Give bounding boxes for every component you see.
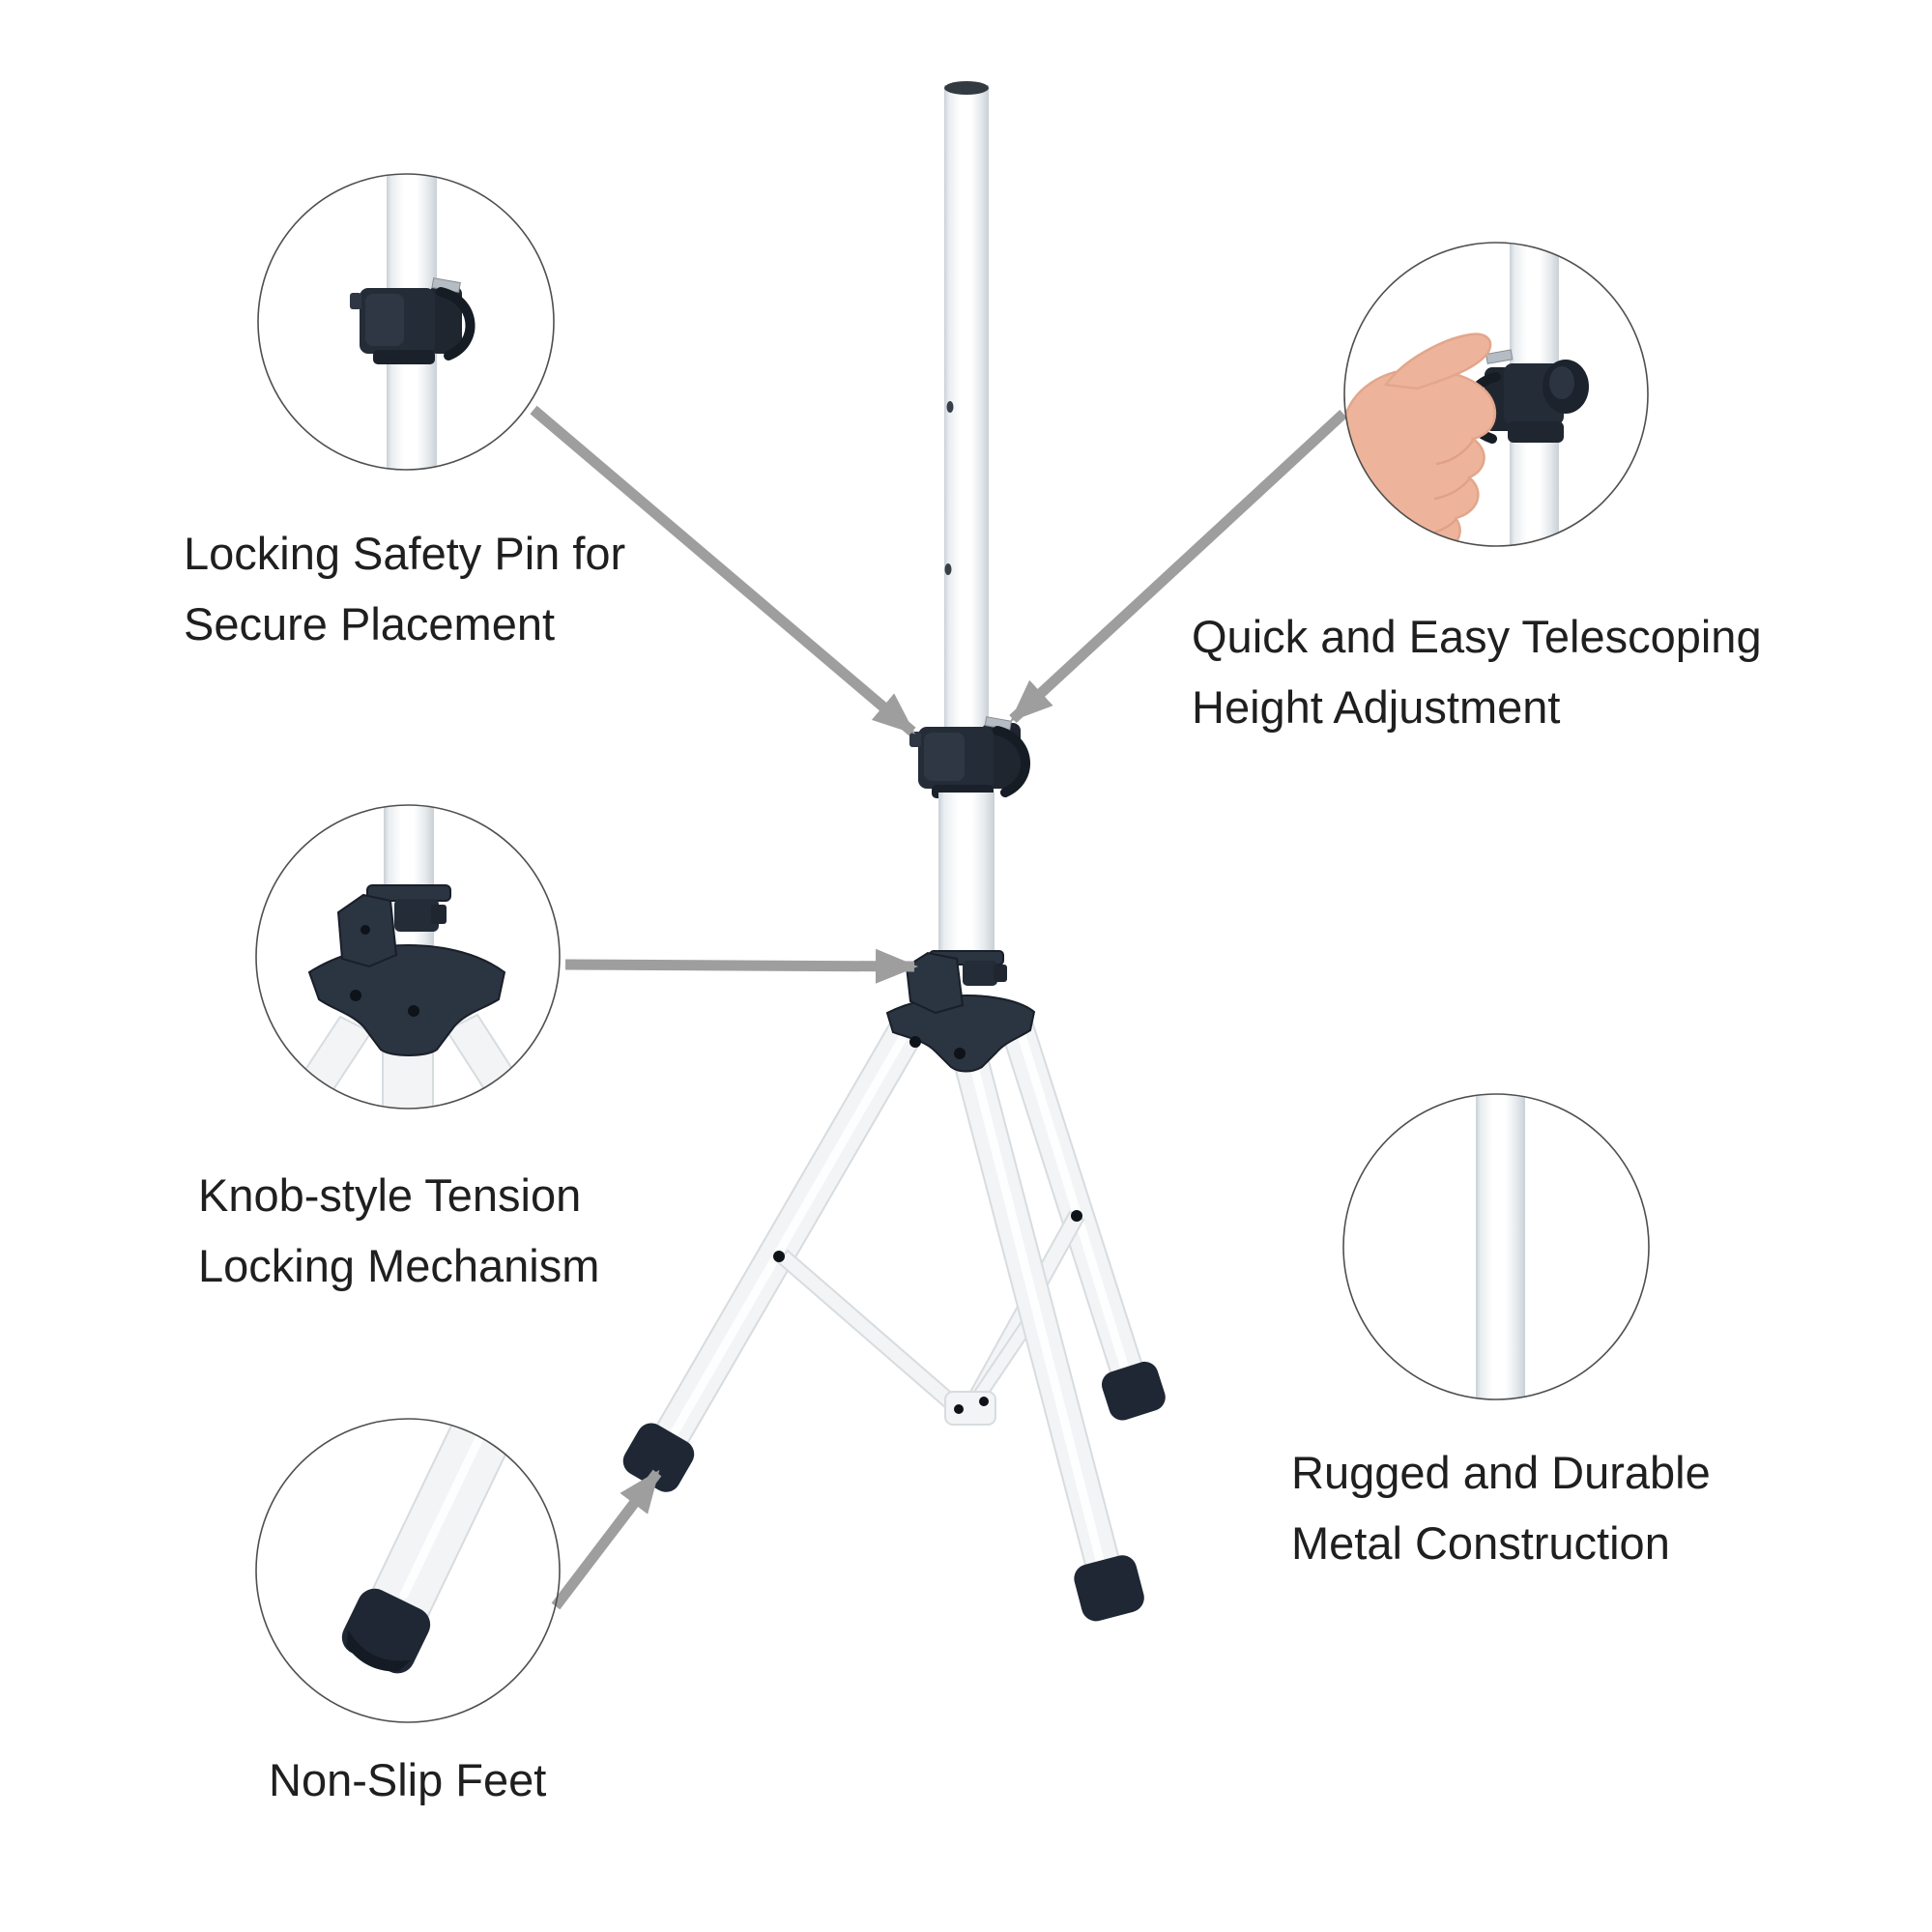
tripod-speaker-stand (622, 81, 1166, 1622)
closeup3-hinge (394, 899, 439, 932)
arrow-non-slip-feet (551, 1469, 662, 1610)
hand-thumb (1383, 332, 1492, 390)
callout-telescoping-closeup (1344, 243, 1589, 546)
callout-rings (255, 173, 1650, 1723)
ring-metal-pole (1342, 1093, 1650, 1400)
hand-palm (1344, 367, 1497, 546)
callout-arrows (530, 405, 1347, 1610)
closeup4-foot-cap (341, 1588, 431, 1674)
collar-clasp (994, 965, 1007, 982)
pole-top-cap (944, 81, 989, 95)
closeup1-clamp-ring (373, 350, 435, 364)
closeup2-clamp-ring (1508, 421, 1564, 443)
label-tension-locking: Knob-style Tension Locking Mechanism (198, 1160, 599, 1301)
foot-back-right (1101, 1361, 1166, 1421)
brace-bolt-left (773, 1251, 785, 1262)
label-tension-locking-line1: Knob-style Tension (198, 1169, 582, 1221)
leg-front-highlight (966, 1047, 1105, 1565)
closeup3-clasp (431, 905, 447, 924)
adjustment-hole-1 (946, 401, 954, 413)
label-rugged-metal-line1: Rugged and Durable (1291, 1447, 1711, 1498)
closeup1-clamp-arm (429, 286, 462, 354)
label-telescoping-adjustment: Quick and Easy Telescoping Height Adjust… (1192, 601, 1762, 742)
casting-bolt-2 (954, 1048, 966, 1059)
ring-telescoping (1343, 242, 1649, 547)
finger-line-2 (1433, 478, 1470, 501)
label-locking-safety-pin-line2: Secure Placement (184, 598, 556, 649)
lower-pole-tube (938, 793, 995, 963)
hub-bolt-2 (979, 1397, 989, 1406)
arrow-tension-knob (564, 948, 918, 984)
collar-hinge (963, 961, 997, 986)
label-non-slip-feet: Non-Slip Feet (269, 1745, 546, 1815)
callout-locking-pin-closeup (350, 174, 476, 470)
tension-knob (905, 951, 965, 1015)
ring-locking-pin (257, 173, 555, 471)
adjustment-hole-2 (944, 563, 952, 575)
tripod-legs (622, 1020, 1166, 1622)
height-clamp-with-safety-pin (909, 716, 1030, 798)
brace-left (776, 1249, 966, 1417)
callout-non-slip-foot-closeup (341, 1419, 518, 1674)
hand (1344, 332, 1497, 546)
clamp-face (924, 733, 965, 781)
brace-hub (944, 1391, 996, 1426)
foot-front (1074, 1555, 1144, 1622)
arrow-locking-pin (530, 405, 916, 736)
leg-left-highlight (670, 1033, 908, 1437)
closeup4-foot-shadow (346, 1629, 411, 1672)
closeup3-bolt-2 (408, 1005, 419, 1017)
label-locking-safety-pin-line1: Locking Safety Pin for (184, 528, 626, 579)
tension-collar (885, 950, 1036, 1073)
label-locking-safety-pin: Locking Safety Pin for Secure Placement (184, 518, 625, 659)
clamp-hook (909, 732, 921, 747)
closeup4-leg-highlight (399, 1426, 488, 1600)
closeup2-clamp-knob-face (1549, 366, 1574, 399)
closeup3-knob-screw (360, 925, 370, 935)
arrow-telescoping (1009, 409, 1347, 724)
closeup2-safety-pin (1485, 349, 1514, 364)
ring-tension-knob (255, 804, 561, 1110)
finger-line-1 (1435, 440, 1475, 466)
callout-tension-knob-closeup (286, 805, 532, 1109)
label-non-slip-feet-line1: Non-Slip Feet (269, 1754, 547, 1805)
pin-strap (993, 726, 1030, 797)
label-tension-locking-line2: Locking Mechanism (198, 1240, 600, 1291)
leg-back-right-highlight (1016, 1027, 1130, 1373)
closeup5-pole (1476, 1094, 1525, 1399)
label-telescoping-adjustment-line1: Quick and Easy Telescoping (1192, 611, 1762, 662)
hub-bolt-1 (954, 1404, 964, 1414)
casting-bolt-1 (909, 1036, 921, 1048)
brace-bolt-right (1071, 1210, 1082, 1222)
callout-metal-pole-closeup (1476, 1094, 1525, 1399)
label-rugged-metal: Rugged and Durable Metal Construction (1291, 1437, 1711, 1578)
closeup1-pin-strap (436, 287, 476, 360)
closeup1-clamp-hook (350, 293, 361, 309)
label-rugged-metal-line2: Metal Construction (1291, 1517, 1670, 1569)
label-telescoping-adjustment-line2: Height Adjustment (1192, 681, 1561, 733)
closeup1-clamp-face (365, 294, 404, 346)
ring-non-slip-foot (255, 1418, 561, 1723)
closeup3-bolt-1 (350, 990, 361, 1001)
upper-pole (944, 81, 989, 728)
